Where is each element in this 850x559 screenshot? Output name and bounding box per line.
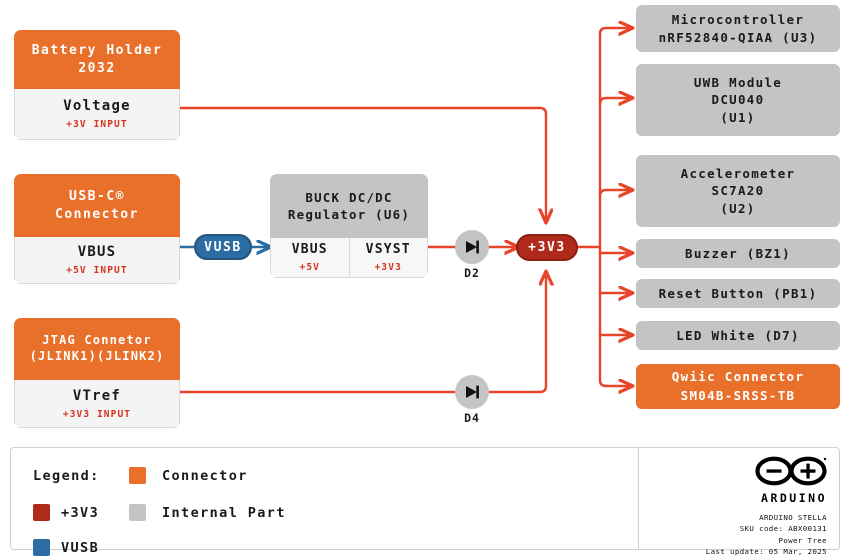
wire-d4-to-3v3 (487, 272, 546, 394)
legend-title-row: Legend: (33, 468, 100, 484)
regulator-output-rail: VSYST +3V3 (348, 238, 428, 277)
regulator-header: BUCK DC/DC Regulator (U6) (270, 174, 428, 238)
net-label-vusb: VUSB (194, 234, 252, 260)
legend-swatch-vusb (33, 539, 50, 556)
arduino-logo-icon (755, 456, 827, 486)
accelerometer-line3: (U2) (720, 200, 756, 216)
block-microcontroller[interactable]: Microcontroller nRF52840-QIAA (U3) (636, 5, 840, 52)
legend-item-vusb: VUSB (33, 539, 99, 556)
regulator-output-name: VSYST (365, 242, 411, 257)
block-buzzer[interactable]: Buzzer (BZ1) (636, 239, 840, 268)
legend: Legend: Connector +3V3 Internal Part VUS… (11, 448, 638, 556)
brand-product: ARDUINO STELLA (759, 513, 827, 522)
legend-label-vusb: VUSB (61, 539, 100, 556)
footer: Legend: Connector +3V3 Internal Part VUS… (10, 447, 840, 556)
diode-d2-label: D2 (464, 266, 480, 280)
jtag-rail: VTref +3V3 INPUT (15, 380, 179, 427)
arduino-wordmark: ARDUINO (761, 491, 827, 505)
battery-rail-value: +3V INPUT (66, 119, 128, 130)
block-buck-regulator[interactable]: BUCK DC/DC Regulator (U6) VBUS +5V VSYST… (270, 174, 428, 278)
net-label-3v3: +3V3 (516, 234, 578, 261)
battery-rail: Voltage +3V INPUT (15, 89, 179, 139)
block-uwb-module[interactable]: UWB Module DCU040 (U1) (636, 64, 840, 136)
regulator-title-line1: BUCK DC/DC (305, 189, 393, 205)
accelerometer-line2: SC7A20 (711, 183, 765, 199)
battery-header: Battery Holder 2032 (14, 30, 180, 89)
brand-block: ARDUINO ARDUINO STELLA SKU code: ABX0013… (706, 456, 827, 558)
usb-body: VBUS +5V INPUT (14, 237, 180, 284)
legend-title: Legend: (33, 468, 100, 484)
legend-swatch-internal-part (129, 504, 146, 521)
jtag-rail-value: +3V3 INPUT (62, 408, 132, 420)
brand-sku: SKU code: ABX00131 (739, 524, 827, 534)
brand-last-update: Last update: 05 Mar, 2025 (705, 547, 827, 557)
brand-doc-type: Power Tree (778, 535, 827, 545)
legend-label-connector: Connector (162, 467, 248, 484)
block-battery-holder[interactable]: Battery Holder 2032 Voltage +3V INPUT (14, 30, 180, 140)
regulator-input-rail: VBUS +5V (271, 238, 349, 277)
wire-battery-to-3v3 (178, 106, 546, 222)
wire-branch-accelerometer (598, 190, 632, 196)
wire-branch-qwiic (598, 378, 632, 386)
battery-title-line2: 2032 (78, 60, 116, 76)
regulator-title-line2: Regulator (U6) (287, 207, 411, 222)
uwb-line3: (U1) (720, 109, 756, 125)
jtag-body: VTref +3V3 INPUT (14, 380, 180, 428)
legend-label-3v3: +3V3 (61, 504, 100, 521)
diode-glyph (466, 240, 479, 254)
jtag-header: JTAG Connetor (JLINK1)(JLINK2) (14, 318, 180, 380)
legend-item-3v3: +3V3 (33, 504, 99, 521)
brand-panel: ARDUINO ARDUINO STELLA SKU code: ABX0013… (638, 448, 839, 556)
diode-d4-symbol (455, 375, 489, 409)
regulator-input-name: VBUS (291, 242, 328, 257)
block-usb-c-connector[interactable]: USB-C® Connector VBUS +5V INPUT (14, 174, 180, 284)
accelerometer-line1: Accelerometer (680, 165, 796, 181)
wire-branch-microcontroller (598, 28, 632, 34)
legend-label-internal-part: Internal Part (162, 504, 286, 521)
block-qwiic-connector[interactable]: Qwiic Connector SM04B-SRSS-TB (636, 364, 840, 409)
legend-item-connector: Connector (129, 467, 248, 484)
usb-title-line2: Connector (55, 206, 139, 222)
jtag-title-line2: (JLINK1)(JLINK2) (29, 349, 165, 363)
legend-item-internal-part: Internal Part (129, 504, 286, 521)
jtag-rail-name: VTref (72, 387, 122, 404)
uwb-line2: DCU040 (711, 92, 765, 108)
usb-header: USB-C® Connector (14, 174, 180, 237)
regulator-body: VBUS +5V VSYST +3V3 (270, 238, 428, 278)
block-jtag-connector[interactable]: JTAG Connetor (JLINK1)(JLINK2) VTref +3V… (14, 318, 180, 428)
jtag-title-line1: JTAG Connetor (42, 333, 152, 348)
block-accelerometer[interactable]: Accelerometer SC7A20 (U2) (636, 155, 840, 227)
battery-body: Voltage +3V INPUT (14, 89, 180, 140)
usb-title-line1: USB-C® (69, 189, 125, 205)
block-reset-button[interactable]: Reset Button (PB1) (636, 279, 840, 308)
diode-glyph (466, 385, 479, 399)
microcontroller-line1: Microcontroller (671, 12, 805, 27)
uwb-line1: UWB Module (693, 74, 783, 90)
legend-swatch-3v3 (33, 504, 50, 521)
diode-d2-symbol (455, 230, 489, 264)
qwiic-line1: Qwiic Connector (671, 369, 805, 385)
usb-rail-name: VBUS (77, 244, 117, 260)
usb-rail-value: +5V INPUT (66, 265, 128, 276)
legend-swatch-connector (129, 467, 146, 484)
qwiic-line2: SM04B-SRSS-TB (680, 387, 796, 403)
microcontroller-line2: nRF52840-QIAA (U3) (658, 29, 818, 45)
regulator-input-value: +5V (299, 262, 320, 273)
regulator-output-value: +3V3 (374, 262, 402, 273)
diode-d4-label: D4 (464, 411, 480, 425)
block-led-white[interactable]: LED White (D7) (636, 321, 840, 350)
brand-meta: ARDUINO STELLA SKU code: ABX00131 Power … (706, 512, 827, 558)
wire-branch-uwb (598, 98, 632, 104)
battery-title-line1: Battery Holder (31, 43, 163, 59)
usb-rail: VBUS +5V INPUT (15, 237, 179, 283)
battery-rail-name: Voltage (63, 98, 131, 114)
